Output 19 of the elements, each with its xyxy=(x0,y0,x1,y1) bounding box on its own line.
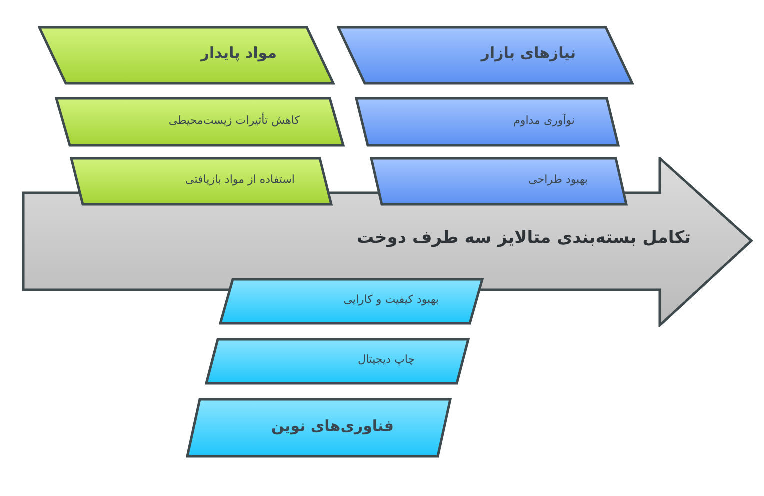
item-text: بهبود طراحی xyxy=(528,173,588,186)
factor-box xyxy=(205,338,470,385)
category-box xyxy=(38,26,335,85)
item-text: بهبود کیفیت و کارایی xyxy=(344,293,439,306)
item-text: نوآوری مداوم xyxy=(514,114,575,127)
heading-text: نیازهای بازار xyxy=(481,44,576,62)
item-text: کاهش تأثیرات زیست‌محیطی xyxy=(168,114,300,127)
heading-text: تکامل بسته‌بندی متالایز سه طرف دوخت xyxy=(357,228,691,248)
factor-box xyxy=(355,97,620,147)
category-box xyxy=(337,26,634,85)
factor-box xyxy=(55,97,345,147)
factor-box xyxy=(370,157,628,206)
item-text: استفاده از مواد بازیافتی xyxy=(186,173,295,186)
factor-box xyxy=(70,157,333,206)
item-text: چاپ دیجیتال xyxy=(358,353,415,366)
heading-text: مواد پایدار xyxy=(200,44,277,62)
factor-box xyxy=(219,278,484,325)
heading-text: فناوری‌های نوین xyxy=(272,416,394,435)
category-box xyxy=(186,398,452,458)
